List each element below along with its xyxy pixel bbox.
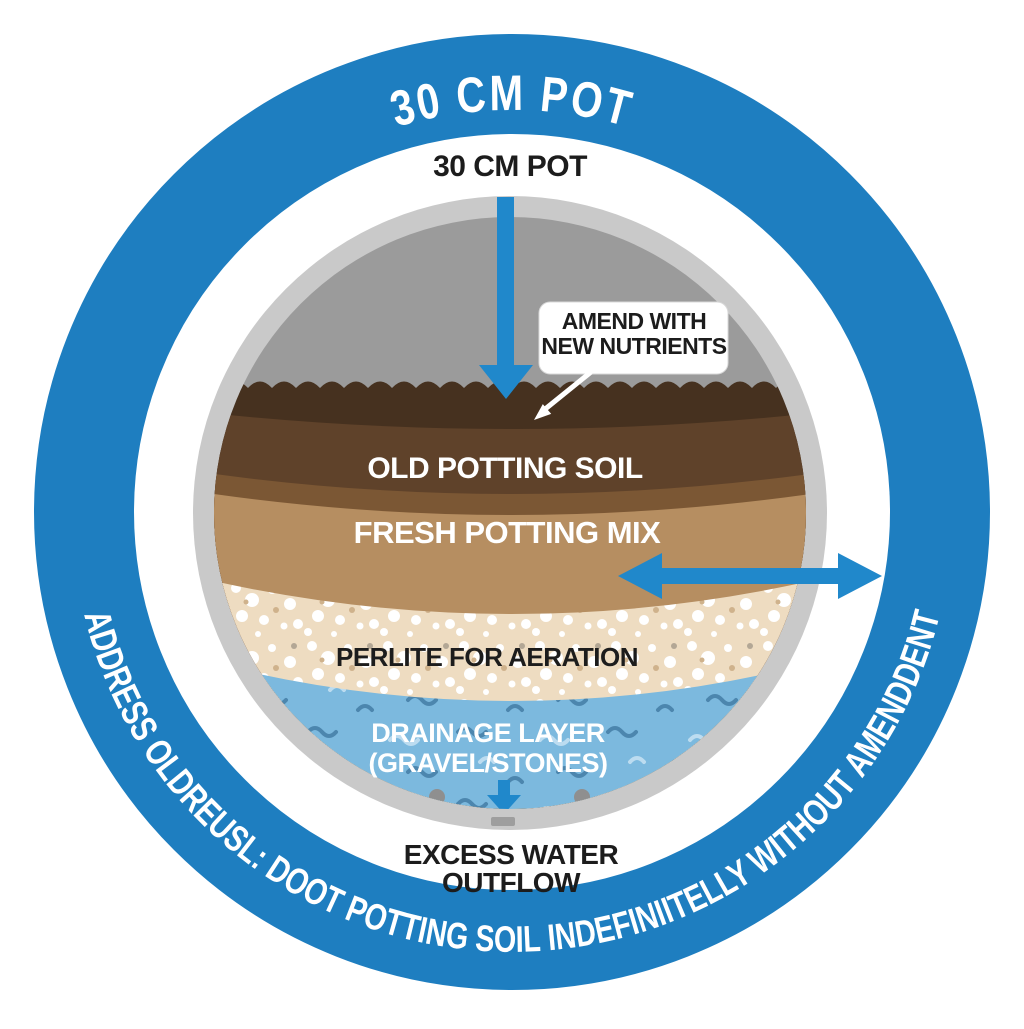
layer-label-perlite: PERLITE FOR AERATION (336, 642, 638, 672)
aeration-arrow-icon (618, 553, 882, 599)
callout-line1: AMEND WITH (562, 308, 706, 334)
amend-callout: AMEND WITH NEW NUTRIENTS (534, 301, 729, 420)
callout-line2: NEW NUTRIENTS (541, 333, 726, 359)
pot-illustration (193, 196, 827, 830)
outer-ring (34, 34, 990, 990)
outflow-label-line1: EXCESS WATER (404, 839, 619, 870)
callout-pointer-arrow-icon (534, 370, 593, 420)
layer-label-drainage-line1: DRAINAGE LAYER (371, 718, 605, 748)
callout-box (538, 301, 729, 375)
layer-label-fresh-potting-mix: FRESH POTTING MIX (354, 515, 662, 550)
layer-label-old-potting-soil: OLD POTTING SOIL (367, 452, 643, 485)
layer-drainage (214, 660, 806, 809)
pot-size-label: 30 CM POT (433, 150, 587, 183)
drain-hole (491, 817, 515, 826)
excess-water-arrow-icon (487, 780, 521, 809)
layer-label-drainage-line2: (GRAVEL/STONES) (368, 748, 607, 778)
water-in-arrow-icon (479, 197, 533, 399)
outflow-label-line2: OUTFLOW (442, 867, 581, 898)
